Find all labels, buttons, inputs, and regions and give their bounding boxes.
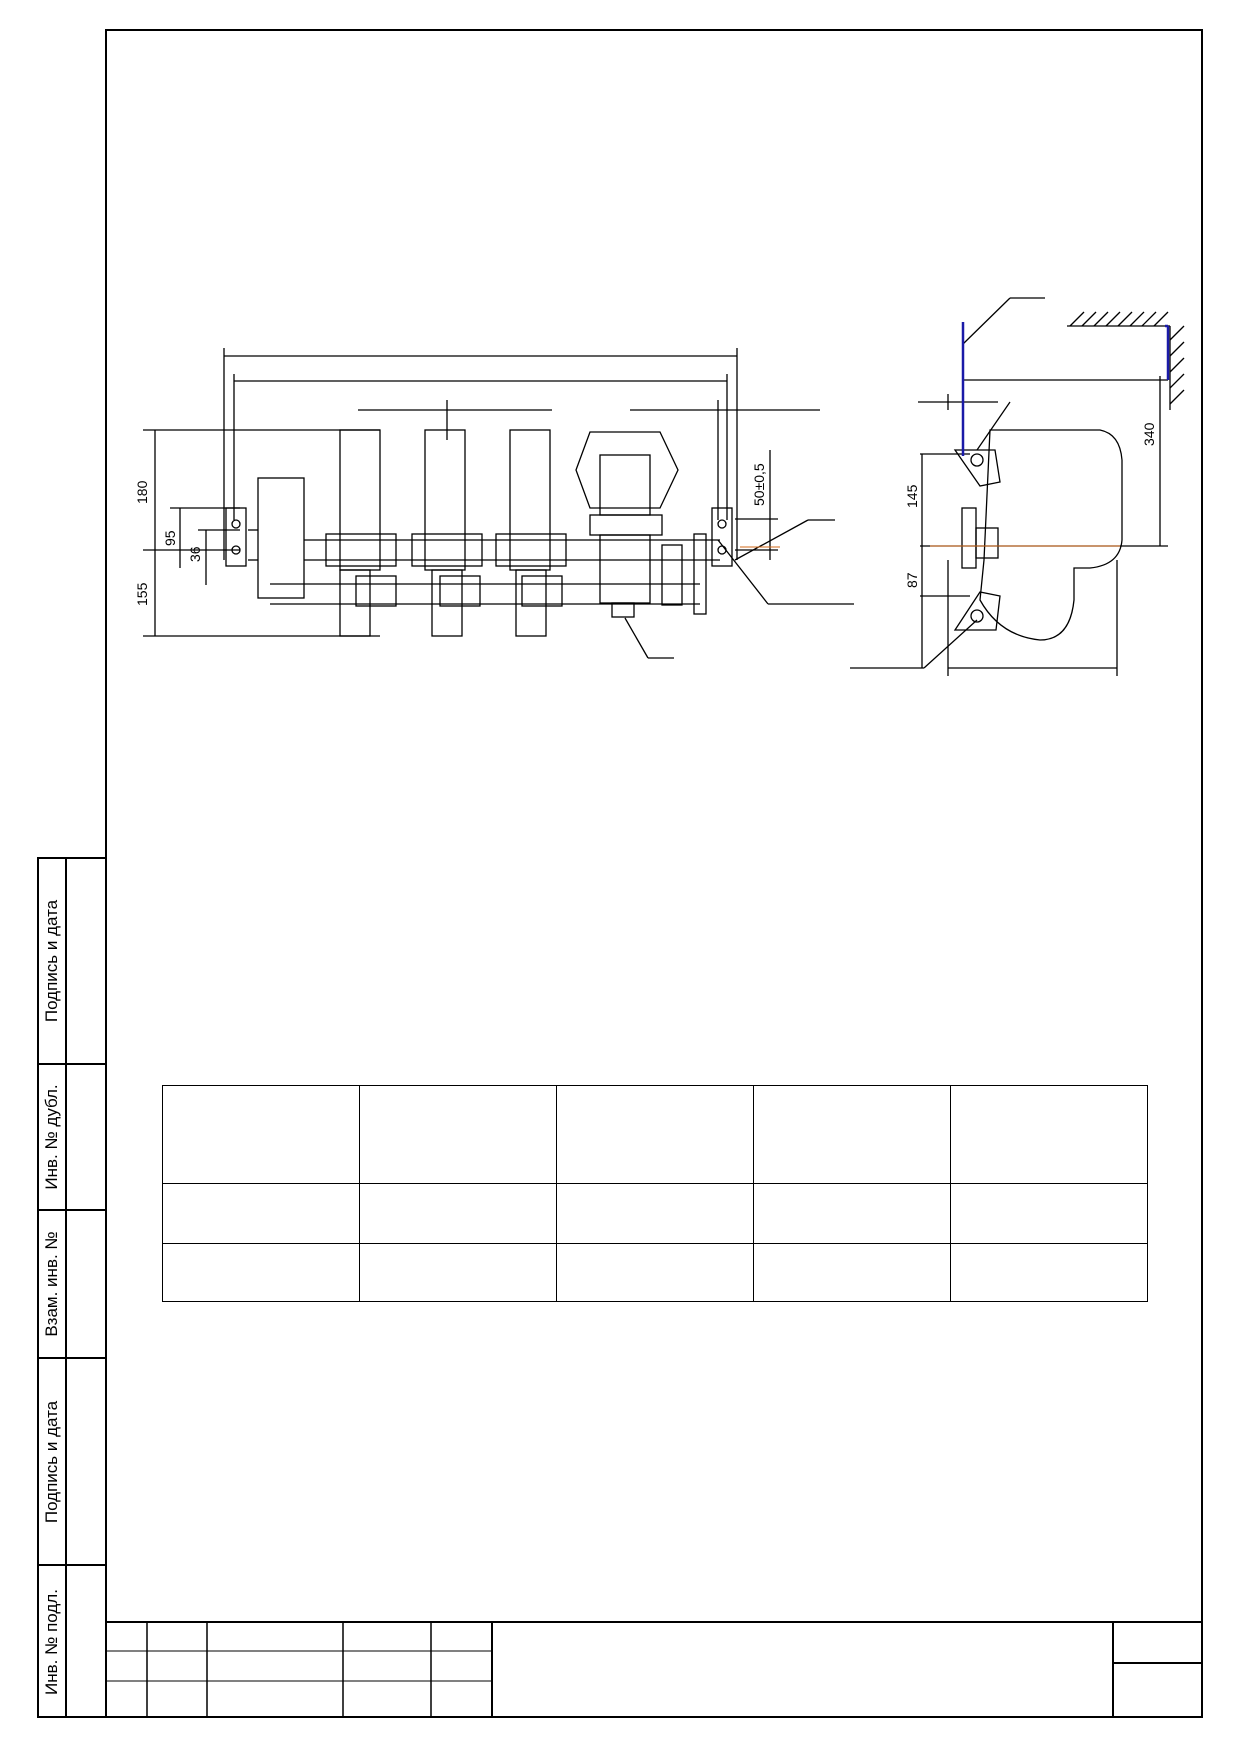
drawing-frame — [105, 29, 1203, 1718]
dim-36: 36 — [187, 546, 203, 562]
side-blank-4 — [67, 1359, 107, 1566]
table-cell — [162, 1085, 360, 1184]
side-cell-signature-date-2: Подпись и дата — [39, 1359, 67, 1566]
side-cell-signature-date-1: Подпись и дата — [39, 859, 67, 1065]
dim-95: 95 — [162, 530, 178, 546]
side-view — [850, 297, 1168, 676]
specification-table — [162, 1085, 1148, 1302]
dim-145: 145 — [904, 484, 920, 508]
table-row — [162, 1183, 1148, 1244]
table-cell — [556, 1243, 754, 1302]
dim-340: 340 — [1141, 422, 1157, 446]
wall-hatch — [1067, 311, 1185, 410]
axis-lines — [740, 545, 1120, 548]
side-cell-dup-inv: Инв. № дубл. — [39, 1065, 67, 1211]
side-blank-3 — [67, 1211, 107, 1359]
table-cell — [359, 1243, 557, 1302]
side-cell-replace-inv: Взам. инв. № — [39, 1211, 67, 1359]
table-cell — [556, 1183, 754, 1244]
table-cell — [753, 1085, 951, 1184]
table-cell — [753, 1243, 951, 1302]
dim-87: 87 — [904, 572, 920, 588]
mounting-lines — [961, 322, 1170, 456]
table-cell — [950, 1183, 1148, 1244]
table-row — [162, 1243, 1148, 1302]
table-row — [162, 1085, 1148, 1184]
table-cell — [753, 1183, 951, 1244]
side-blank-1 — [67, 859, 107, 1065]
dim-180: 180 — [134, 480, 150, 504]
table-cell — [556, 1085, 754, 1184]
table-cell — [162, 1183, 360, 1244]
table-cell — [950, 1243, 1148, 1302]
table-cell — [162, 1243, 360, 1302]
table-cell — [950, 1085, 1148, 1184]
title-block — [105, 1621, 1203, 1718]
side-cell-original-inv: Инв. № подл. — [39, 1566, 67, 1718]
side-stamp-strip: Подпись и дата Инв. № дубл. Взам. инв. №… — [37, 857, 107, 1718]
table-cell — [359, 1183, 557, 1244]
table-cell — [359, 1085, 557, 1184]
front-view — [143, 348, 854, 659]
side-blank-2 — [67, 1065, 107, 1211]
dim-50: 50±0,5 — [751, 463, 767, 506]
dim-155: 155 — [134, 582, 150, 606]
